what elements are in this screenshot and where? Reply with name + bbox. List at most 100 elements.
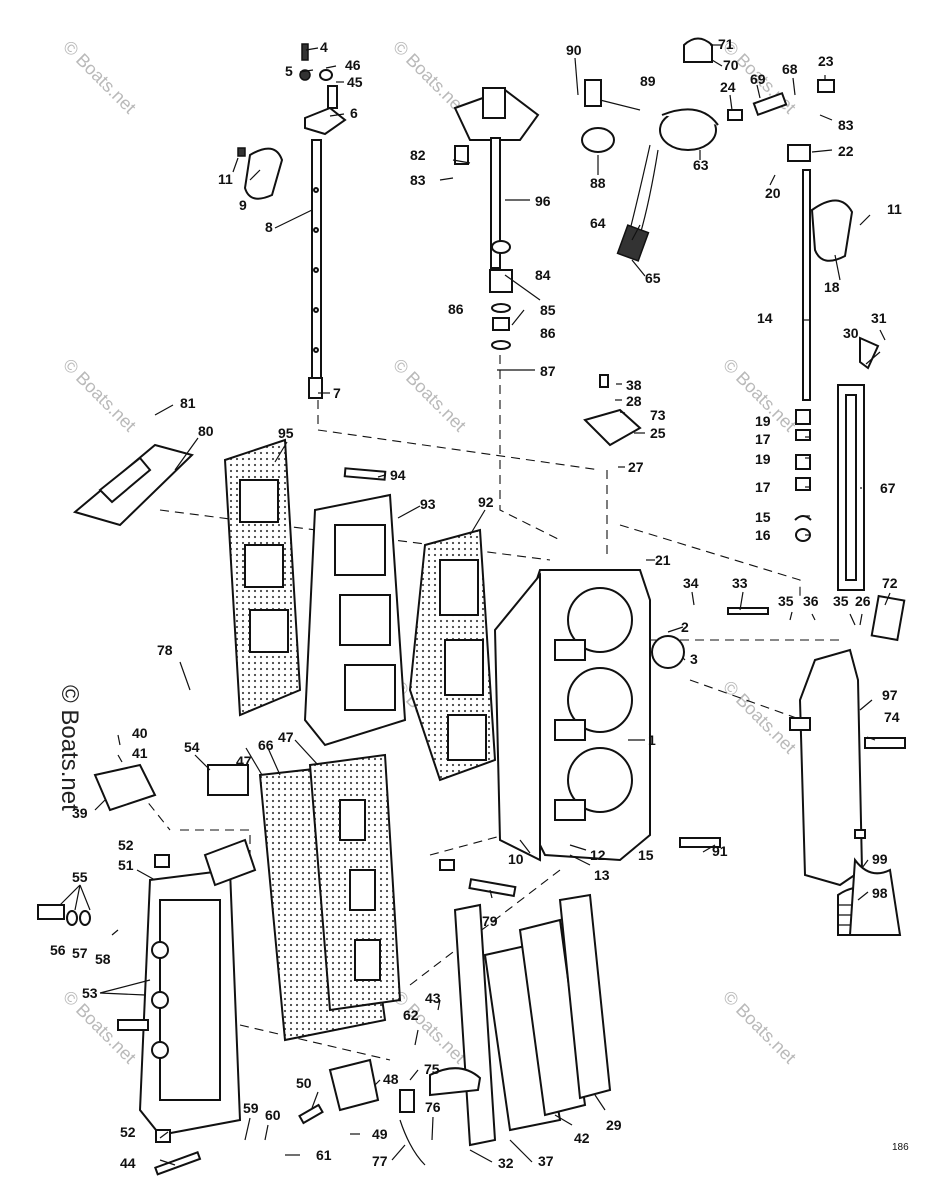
block-51 (93, 763, 257, 1137)
callout-37: 37 (538, 1153, 554, 1169)
callout-87: 87 (540, 363, 556, 379)
callout-93: 93 (420, 496, 436, 512)
callout-19: 19 (755, 451, 771, 467)
callout-35: 35 (778, 593, 794, 609)
callout-29: 29 (606, 1117, 622, 1133)
callout-labels: 4 5 46 45 6 11 9 8 7 81 80 95 94 93 92 9… (50, 36, 909, 1171)
callout-83: 83 (410, 172, 426, 188)
callout-17: 17 (755, 479, 771, 495)
callout-7: 7 (333, 385, 341, 401)
callout-55: 55 (72, 869, 88, 885)
callout-13: 13 (594, 867, 610, 883)
callout-14: 14 (757, 310, 773, 326)
callout-68: 68 (782, 61, 798, 77)
watermark: © Boats.net (719, 677, 800, 758)
callout-15: 15 (638, 847, 654, 863)
callout-26: 26 (855, 593, 871, 609)
callout-19: 19 (755, 413, 771, 429)
callout-30: 30 (843, 325, 859, 341)
callout-4: 4 (320, 39, 328, 55)
callout-22: 22 (838, 143, 854, 159)
callout-39: 39 (72, 805, 88, 821)
watermark: © Boats.net (389, 355, 470, 436)
leader-lines (59, 44, 891, 1166)
callout-38: 38 (626, 377, 642, 393)
callout-40: 40 (132, 725, 148, 741)
callout-57: 57 (72, 945, 88, 961)
callout-46: 46 (345, 57, 361, 73)
callout-80: 80 (198, 423, 214, 439)
callout-1: 1 (648, 732, 656, 748)
watermark: © Boats.net (389, 37, 470, 118)
callout-35: 35 (833, 593, 849, 609)
callout-88: 88 (590, 175, 606, 191)
callout-47: 47 (236, 753, 252, 769)
linkage-rod-left (237, 43, 347, 399)
callout-24: 24 (720, 79, 736, 95)
callout-20: 20 (765, 185, 781, 201)
callout-77: 77 (372, 1153, 388, 1169)
callout-70: 70 (723, 57, 739, 73)
callout-43: 43 (425, 990, 441, 1006)
callout-25: 25 (650, 425, 666, 441)
callout-81: 81 (180, 395, 196, 411)
callout-72: 72 (882, 575, 898, 591)
callout-65: 65 (645, 270, 661, 286)
rail-67 (837, 336, 880, 591)
callout-16: 16 (755, 527, 771, 543)
exhaust-covers (429, 893, 612, 1147)
callout-18: 18 (824, 279, 840, 295)
callout-36: 36 (803, 593, 819, 609)
callout-98: 98 (872, 885, 888, 901)
watermark: © Boats.net (719, 987, 800, 1068)
callout-23: 23 (818, 53, 834, 69)
callout-60: 60 (265, 1107, 281, 1123)
callout-33: 33 (732, 575, 748, 591)
callout-8: 8 (265, 219, 273, 235)
callout-3: 3 (690, 651, 698, 667)
callout-47: 47 (278, 729, 294, 745)
callout-97: 97 (882, 687, 898, 703)
callout-67: 67 (880, 480, 896, 496)
callout-50: 50 (296, 1075, 312, 1091)
callout-44: 44 (120, 1155, 136, 1171)
callout-11: 11 (218, 171, 233, 187)
callout-12: 12 (590, 847, 606, 863)
gasket-95 (223, 438, 302, 717)
callout-53: 53 (82, 985, 98, 1001)
block-1 (493, 569, 685, 862)
callout-34: 34 (683, 575, 699, 591)
callout-91: 91 (712, 843, 728, 859)
callout-79: 79 (482, 913, 498, 929)
callout-10: 10 (508, 851, 524, 867)
callout-6: 6 (350, 105, 358, 121)
callout-86: 86 (448, 301, 464, 317)
callout-52: 52 (118, 837, 134, 853)
callout-90: 90 (566, 42, 582, 58)
callout-41: 41 (132, 745, 148, 761)
callout-15: 15 (755, 509, 771, 525)
watermark: © Boats.net (59, 37, 140, 118)
reed-plate-93 (303, 493, 407, 747)
callout-78: 78 (157, 642, 173, 658)
callout-45: 45 (347, 74, 363, 90)
small-parts (37, 374, 902, 1176)
callout-63: 63 (693, 157, 709, 173)
callout-32: 32 (498, 1155, 514, 1171)
callout-42: 42 (574, 1130, 590, 1146)
watermark: © Boats.net (59, 355, 140, 436)
callout-99: 99 (872, 851, 888, 867)
callout-9: 9 (239, 197, 247, 213)
gasket-92 (408, 528, 497, 782)
callout-54: 54 (184, 739, 200, 755)
callout-83: 83 (838, 117, 854, 133)
callout-62: 62 (403, 1007, 419, 1023)
callout-52: 52 (120, 1124, 136, 1140)
callout-73: 73 (650, 407, 666, 423)
callout-75: 75 (424, 1061, 440, 1077)
gasket-47 (258, 753, 402, 1042)
callout-61: 61 (316, 1147, 332, 1163)
callout-71: 71 (718, 36, 734, 52)
cam-follower-assembly (453, 87, 540, 350)
